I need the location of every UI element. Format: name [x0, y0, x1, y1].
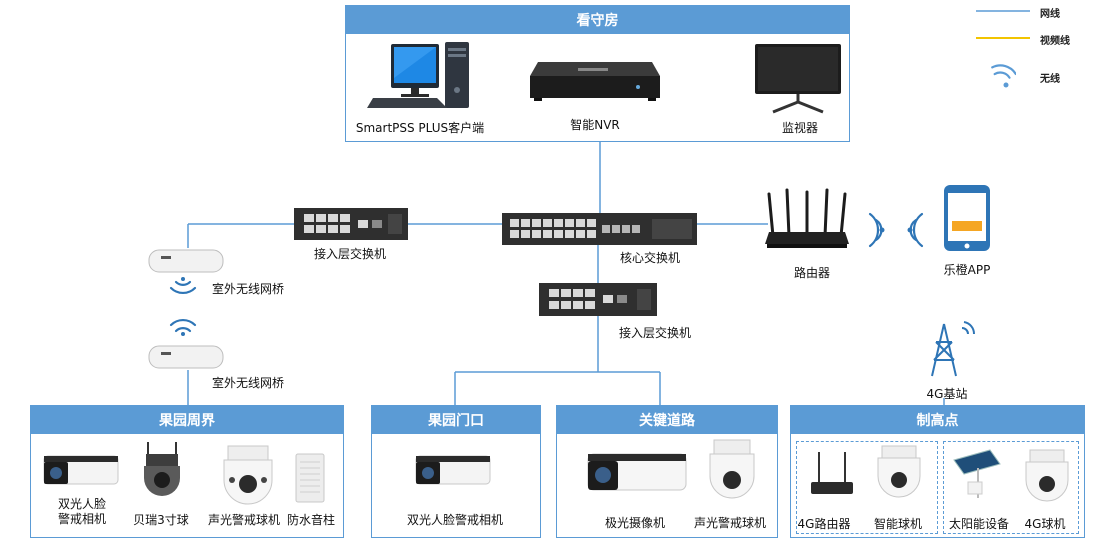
road-speed-dome-icon [709, 439, 755, 499]
center-access-switch-label: 接入层交换机 [618, 326, 691, 340]
legend: 网线 视频线 无线 [976, 2, 1096, 92]
network-line-swatch [976, 10, 1030, 12]
4g-dome-icon [1025, 449, 1069, 502]
client-label: SmartPSS PLUS客户端 [355, 121, 485, 135]
base-station-label: 4G基站 [926, 387, 968, 401]
router-label: 路由器 [793, 266, 830, 280]
guard-room-title: 看守房 [346, 6, 849, 34]
monitor-label: 监视器 [781, 121, 818, 135]
4g-router-icon [811, 452, 853, 494]
tower-icon [931, 321, 976, 377]
nvr-icon [530, 62, 660, 101]
monitor-icon [755, 44, 841, 114]
high-point-device-4: 4G球机 [1024, 517, 1066, 531]
bridge-bottom-icon [148, 345, 224, 369]
perimeter-device-3: 声光警戒球机 [207, 513, 280, 527]
router-icon [765, 188, 849, 248]
perimeter-device-4: 防水音柱 [286, 513, 335, 527]
perimeter-device-2: 贝瑞3寸球 [133, 513, 189, 527]
bridge-top-icon [148, 249, 224, 273]
phone-icon [944, 185, 990, 251]
bridge-top-wifi-icon [169, 277, 197, 295]
speaker-column-icon [295, 453, 325, 503]
ptz-3inch-icon [144, 442, 180, 496]
core-switch-icon [502, 213, 697, 245]
gate-title: 果园门口 [372, 406, 540, 434]
gate-camera-icon [415, 455, 491, 485]
legend-video-label: 视频线 [1040, 36, 1070, 47]
left-access-switch-label: 接入层交换机 [313, 247, 386, 261]
road-title: 关键道路 [557, 406, 777, 434]
gate-device-1: 双光人脸警戒相机 [406, 513, 503, 527]
road-device-2: 声光警戒球机 [693, 516, 766, 530]
bridge-bottom-label: 室外无线网桥 [212, 376, 285, 390]
app-label: 乐橙APP [943, 263, 991, 277]
high-point-group-right [943, 441, 1079, 534]
wifi-icon [991, 64, 1016, 88]
wireless-signal-icon [868, 212, 924, 248]
core-switch-label: 核心交换机 [619, 251, 680, 265]
perimeter-title: 果园周界 [31, 406, 343, 434]
legend-wireless-label: 无线 [1040, 74, 1060, 85]
high-point-title: 制高点 [791, 406, 1084, 434]
bridge-top-label: 室外无线网桥 [212, 282, 285, 296]
bridge-bottom-wifi-icon [169, 318, 197, 336]
legend-network-label: 网线 [1040, 9, 1060, 20]
video-line-swatch [976, 37, 1030, 39]
speed-dome-icon [223, 445, 273, 505]
pc-icon [367, 42, 469, 108]
aurora-camera-icon [587, 453, 687, 491]
high-point-device-3: 太阳能设备 [948, 517, 1009, 531]
high-point-device-2: 智能球机 [873, 517, 922, 531]
nvr-label: 智能NVR [570, 118, 620, 132]
high-point-group-left [796, 441, 938, 534]
road-device-1: 极光摄像机 [604, 516, 665, 530]
solar-panel-icon [953, 449, 1001, 498]
left-access-switch-icon [294, 208, 408, 240]
dual-light-camera-icon [43, 455, 119, 485]
high-point-device-1: 4G路由器 [797, 517, 851, 531]
smart-dome-icon [877, 445, 921, 498]
center-access-switch-icon [539, 283, 657, 316]
perimeter-device-1: 双光人脸 警戒相机 [57, 497, 106, 526]
